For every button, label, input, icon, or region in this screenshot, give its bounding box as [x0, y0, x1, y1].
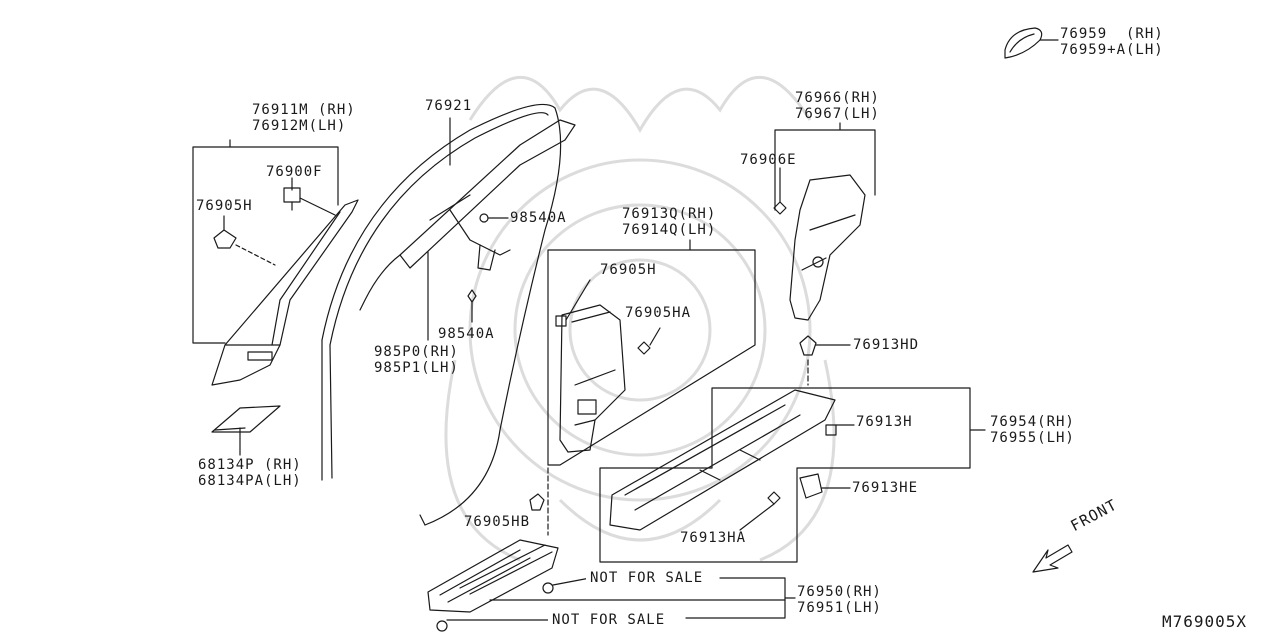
bracket-76966: [774, 122, 876, 211]
label-not-for-sale-top: NOT FOR SALE: [586, 570, 708, 586]
label-76913he[interactable]: 76913HE: [852, 480, 919, 496]
part-76950-scuff-plate[interactable]: [427, 539, 559, 613]
label-76911m-rh[interactable]: 76911M (RH): [252, 102, 356, 118]
diagram-code: M769005X: [1162, 612, 1248, 631]
bracket-76950: [685, 577, 796, 619]
part-76900f-clip[interactable]: [283, 187, 336, 216]
part-76913he-clip[interactable]: [799, 473, 851, 499]
label-76950-rh[interactable]: 76950(RH): [797, 584, 882, 600]
part-985p0-curtain-airbag[interactable]: [359, 119, 576, 311]
label-76913hd[interactable]: 76913HD: [853, 337, 920, 353]
part-98540a-bolt-bottom[interactable]: [467, 289, 477, 323]
part-76959-cover[interactable]: [1004, 27, 1043, 59]
label-76905ha[interactable]: 76905HA: [625, 305, 692, 321]
part-76954-kicking-plate[interactable]: [609, 389, 836, 531]
label-76967-lh[interactable]: 76967(LH): [795, 106, 880, 122]
part-76905h-clip-left[interactable]: [213, 215, 276, 266]
label-76900f[interactable]: 76900F: [266, 164, 323, 180]
bracket-76954: [599, 387, 986, 563]
label-76966-rh[interactable]: 76966(RH): [795, 90, 880, 106]
label-68134pa-lh[interactable]: 68134PA(LH): [198, 473, 302, 489]
watermark-emblem: [444, 75, 836, 562]
label-76905hb[interactable]: 76905HB: [464, 514, 531, 530]
label-76913q-rh[interactable]: 76913Q(RH): [622, 206, 717, 222]
label-not-for-sale-bottom: NOT FOR SALE: [548, 612, 670, 628]
label-76905h-left[interactable]: 76905H: [196, 198, 253, 214]
label-76921[interactable]: 76921: [425, 98, 473, 114]
label-98540a-top[interactable]: 98540A: [510, 210, 567, 226]
label-76959-rh[interactable]: 76959 (RH): [1060, 26, 1164, 42]
bracket-76911m: [192, 139, 339, 344]
label-98540a-bottom[interactable]: 98540A: [438, 326, 495, 342]
part-76921-weatherstrip[interactable]: [321, 103, 562, 526]
front-arrow: [1032, 544, 1073, 573]
part-76905hb-clip[interactable]: [529, 467, 549, 536]
part-76906e-clip[interactable]: [773, 167, 787, 215]
part-98540a-bolt-top[interactable]: [479, 213, 509, 223]
label-76951-lh[interactable]: 76951(LH): [797, 600, 882, 616]
part-76966-pillar-trim[interactable]: [789, 174, 866, 321]
label-76913ha[interactable]: 76913HA: [680, 530, 747, 546]
label-985p1-lh[interactable]: 985P1(LH): [374, 360, 459, 376]
label-76954-rh[interactable]: 76954(RH): [990, 414, 1075, 430]
label-76914q-lh[interactable]: 76914Q(LH): [622, 222, 717, 238]
part-76913q-pillar-trim[interactable]: [559, 304, 626, 453]
part-76905h-clip-mid[interactable]: [555, 279, 591, 327]
label-76959a-lh[interactable]: 76959+A(LH): [1060, 42, 1164, 58]
label-76912m-lh[interactable]: 76912M(LH): [252, 118, 347, 134]
label-76913h[interactable]: 76913H: [856, 414, 913, 430]
label-76905h-mid[interactable]: 76905H: [600, 262, 657, 278]
part-76911m-pillar-trim[interactable]: [211, 199, 359, 386]
part-nfs-clip-top[interactable]: [542, 577, 591, 594]
part-76913ha-clip[interactable]: [739, 491, 781, 531]
part-76905ha-clip[interactable]: [637, 327, 661, 355]
part-76913hd-clip[interactable]: [799, 335, 851, 386]
part-76913h-clip[interactable]: [825, 424, 855, 436]
label-76906e[interactable]: 76906E: [740, 152, 797, 168]
label-76955-lh[interactable]: 76955(LH): [990, 430, 1075, 446]
label-985p0-rh[interactable]: 985P0(RH): [374, 344, 459, 360]
part-nfs-clip-bottom[interactable]: [436, 619, 549, 632]
bracket-76913q: [547, 239, 756, 466]
part-68134p-cover[interactable]: [211, 405, 281, 433]
label-68134p-rh[interactable]: 68134P (RH): [198, 457, 302, 473]
